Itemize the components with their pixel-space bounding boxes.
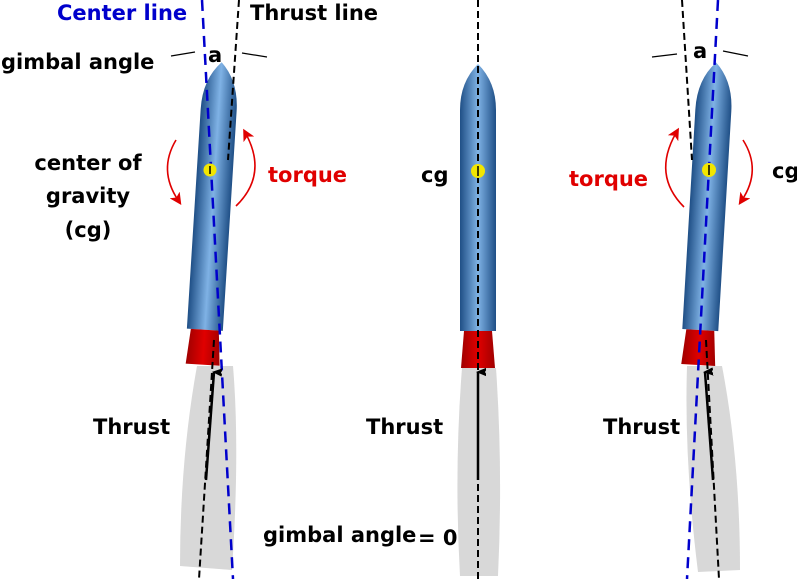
cg-label-right: cg xyxy=(772,159,797,183)
angle-symbol-left: a xyxy=(208,43,222,67)
right-torque-arrow-cg-side xyxy=(738,139,753,205)
left-thrust-arrow xyxy=(204,372,214,481)
angle-symbol-right: a xyxy=(693,39,707,63)
cg-label-line2: gravity xyxy=(46,184,130,208)
middle-nozzle xyxy=(461,331,495,368)
left-rocket xyxy=(185,62,237,366)
right-rocket-group xyxy=(651,0,753,579)
left-angle-tick-left xyxy=(170,51,196,57)
left-thrust-line-lower xyxy=(198,339,215,579)
right-angle-tick-right xyxy=(722,50,749,57)
cg-label-middle: cg xyxy=(421,163,448,187)
left-thrust-line xyxy=(227,0,240,161)
middle-rocket-group xyxy=(457,0,501,579)
center-line-label: Center line xyxy=(57,1,187,25)
thrust-label-left: Thrust xyxy=(93,415,170,439)
thrust-line-label: Thrust line xyxy=(250,1,378,25)
right-rocket xyxy=(681,62,732,367)
left-center-line xyxy=(200,0,235,579)
left-rocket-body xyxy=(186,62,237,331)
gimbal-zero-label: gimbal angle xyxy=(263,523,416,547)
cg-label-line1: center of xyxy=(34,151,142,175)
left-rocket-group xyxy=(166,0,268,579)
right-thrust-line-lower xyxy=(705,339,720,579)
left-nozzle xyxy=(185,328,220,366)
right-center-line xyxy=(685,0,720,579)
gimbal-angle-label: gimbal angle xyxy=(1,50,154,74)
cg-label-line3: (cg) xyxy=(65,218,112,242)
left-angle-tick-right xyxy=(241,52,268,58)
right-rocket-body xyxy=(682,62,732,332)
thrust-label-middle: Thrust xyxy=(366,415,443,439)
right-thrust-line xyxy=(681,0,693,161)
torque-label-left: torque xyxy=(268,163,347,187)
thrust-label-right: Thrust xyxy=(603,415,680,439)
right-thrust-arrow xyxy=(705,372,715,481)
torque-label-right: torque xyxy=(569,167,648,191)
left-torque-arrow-cg-side xyxy=(166,139,182,205)
left-torque-arrow-right-side xyxy=(235,128,256,207)
middle-rocket-body xyxy=(460,64,496,331)
right-angle-tick-left xyxy=(651,53,678,58)
right-torque-arrow-left-side xyxy=(664,127,685,208)
gimbal-zero-value: = 0 xyxy=(418,526,458,550)
